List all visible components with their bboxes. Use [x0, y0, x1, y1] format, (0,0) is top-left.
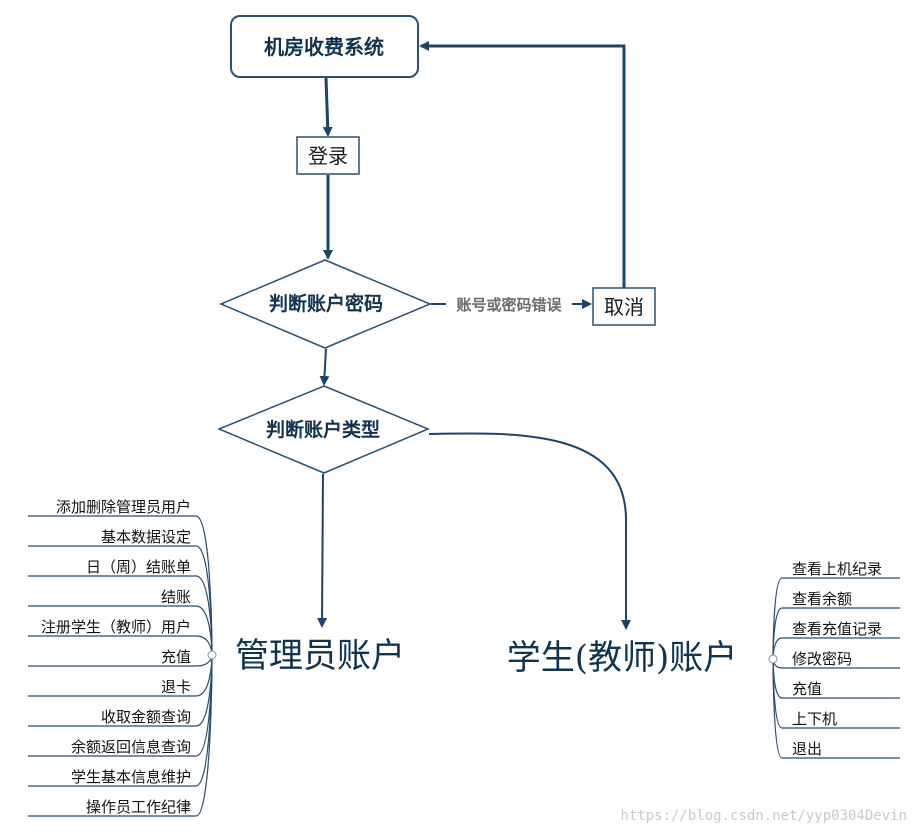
student-function-item-label: 充值	[792, 680, 822, 698]
arrow-system-to-login	[322, 77, 333, 137]
student-function-item: 退出	[772, 658, 900, 759]
student-account-label: 学生(教师)账户	[507, 638, 738, 678]
student-function-item-label: 查看余额	[792, 590, 852, 608]
admin-function-item: 操作员工作纪律	[28, 654, 213, 817]
admin-function-item-label: 注册学生（教师）用户	[41, 618, 191, 636]
admin-function-item: 注册学生（教师）用户	[28, 618, 213, 656]
cancel-node: 取消	[592, 287, 656, 326]
admin-function-item-label: 结账	[161, 588, 191, 606]
admin-function-item: 结账	[28, 588, 213, 656]
check-password-label: 判断账户密码	[269, 292, 383, 315]
error-edge-label: 账号或密码错误	[456, 296, 562, 314]
admin-function-item-label: 退卡	[161, 678, 191, 696]
student-function-item-label: 修改密码	[792, 650, 852, 668]
watermark: https://blog.csdn.net/yyp0304Devin	[620, 808, 907, 824]
login-node: 登录	[296, 136, 360, 175]
arrow-check-type-to-admin	[317, 473, 328, 628]
check-type-label: 判断账户类型	[266, 418, 380, 441]
admin-function-item-label: 余额返回信息查询	[71, 738, 191, 756]
student-function-item-label: 上下机	[792, 710, 837, 728]
admin-function-item-connector	[195, 654, 213, 817]
admin-function-item: 学生基本信息维护	[28, 654, 213, 787]
cancel-node-label: 取消	[604, 295, 644, 319]
student-function-item-label: 查看充值记录	[792, 620, 882, 638]
admin-function-item-label: 添加删除管理员用户	[56, 498, 191, 516]
admin-function-item: 日（周）结账单	[28, 558, 213, 656]
arrow-check-password-to-check-type	[319, 348, 330, 386]
arrow-check-type-to-student	[428, 432, 631, 630]
admin-function-item: 充值	[28, 648, 213, 667]
admin-function-item-label: 基本数据设定	[101, 528, 191, 546]
admin-function-tree: 添加删除管理员用户基本数据设定日（周）结账单结账注册学生（教师）用户充值退卡收取…	[28, 498, 217, 817]
check-type-diamond: 判断账户类型	[217, 385, 430, 474]
admin-function-item: 余额返回信息查询	[28, 654, 213, 757]
flow-arrows	[317, 41, 631, 630]
system-node: 机房收费系统	[230, 15, 419, 78]
admin-function-hub	[207, 650, 217, 660]
admin-account-label: 管理员账户	[235, 636, 405, 676]
admin-function-item-label: 日（周）结账单	[86, 558, 191, 576]
admin-function-item-label: 学生基本信息维护	[71, 768, 191, 786]
admin-function-item-label: 充值	[161, 648, 191, 666]
student-function-item: 修改密码	[772, 650, 900, 669]
student-function-item: 查看上机纪录	[772, 560, 900, 660]
check-password-diamond: 判断账户密码	[219, 259, 432, 349]
system-node-label: 机房收费系统	[264, 35, 384, 59]
student-function-hub	[768, 654, 778, 664]
arrow-cancel-to-system	[419, 41, 626, 288]
student-function-item-connector	[772, 658, 783, 759]
admin-function-item-label: 收取金额查询	[101, 708, 191, 726]
student-function-item-label: 退出	[792, 740, 822, 758]
admin-function-item-label: 操作员工作纪律	[86, 798, 191, 816]
student-function-item-label: 查看上机纪录	[792, 560, 882, 578]
login-node-label: 登录	[308, 144, 348, 168]
